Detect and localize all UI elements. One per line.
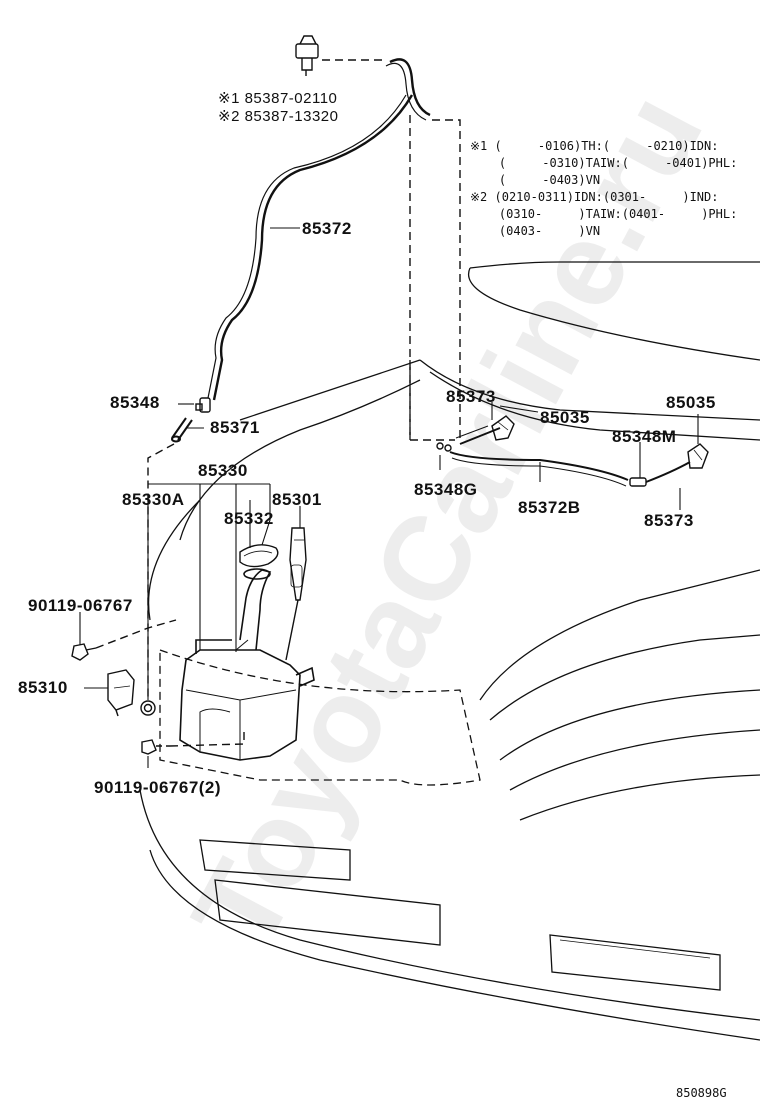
hose-85372 [207,58,431,401]
label-85330: 85330 [198,461,248,480]
note-line-6: (0403- )VN [470,224,601,238]
nozzle-85387 [295,35,319,76]
label-85372: 85372 [302,219,352,238]
label-85332: 85332 [224,509,274,528]
cap-85332 [239,544,279,568]
note-line-5: (0310- )TAIW:(0401- )PHL: [470,207,738,221]
label-85348M: 85348M [612,427,677,446]
label-90119-06767-upper: 90119-06767 [28,596,133,615]
label-85301: 85301 [272,490,322,509]
label-85035-right: 85035 [666,393,716,412]
joint-85348G [436,442,452,452]
washer-tank-85330 [179,568,315,761]
dash-hose-to-pump [147,443,175,700]
note-line-4: ※2 (0210-0311)IDN:(0301- )IND: [470,190,719,204]
leader-lines-right [439,402,699,510]
label-85348: 85348 [110,393,160,412]
jet-nozzle-85035-left [491,415,515,441]
label-90119-06767-lower: 90119-06767(2) [94,778,222,797]
label-85373-left: 85373 [446,387,496,406]
pump-85310 [107,669,156,717]
note-line-2: ( -0310)TAIW:( -0401)PHL: [470,156,738,170]
label-85348G: 85348G [414,480,478,499]
joint-85348 [195,397,211,413]
label-85373-right: 85373 [644,511,694,530]
drawing-id: 850898G [676,1086,727,1100]
level-gauge-85301 [285,527,307,661]
jet-nozzle-85035-right [687,443,709,469]
label-85035-left: 85035 [540,408,590,427]
label-85330A: 85330A [122,490,185,509]
bolt-lower-90119 [141,739,170,755]
hose-85371 [171,417,193,443]
leader-lines [79,227,301,768]
joint-85348M [629,477,647,487]
car-body-outline [139,261,760,1041]
note-line-1: ※1 ( -0106)TH:( -0210)IDN: [470,139,719,153]
note-line-3: ( -0403)VN [470,173,601,187]
label-85371: 85371 [210,418,260,437]
bolt-upper-90119 [71,643,97,661]
label-85387-13320: ※2 85387-13320 [218,108,339,125]
label-85387-02110: ※1 85387-02110 [218,90,338,107]
label-85372B: 85372B [518,498,581,517]
label-85310: 85310 [18,678,68,697]
